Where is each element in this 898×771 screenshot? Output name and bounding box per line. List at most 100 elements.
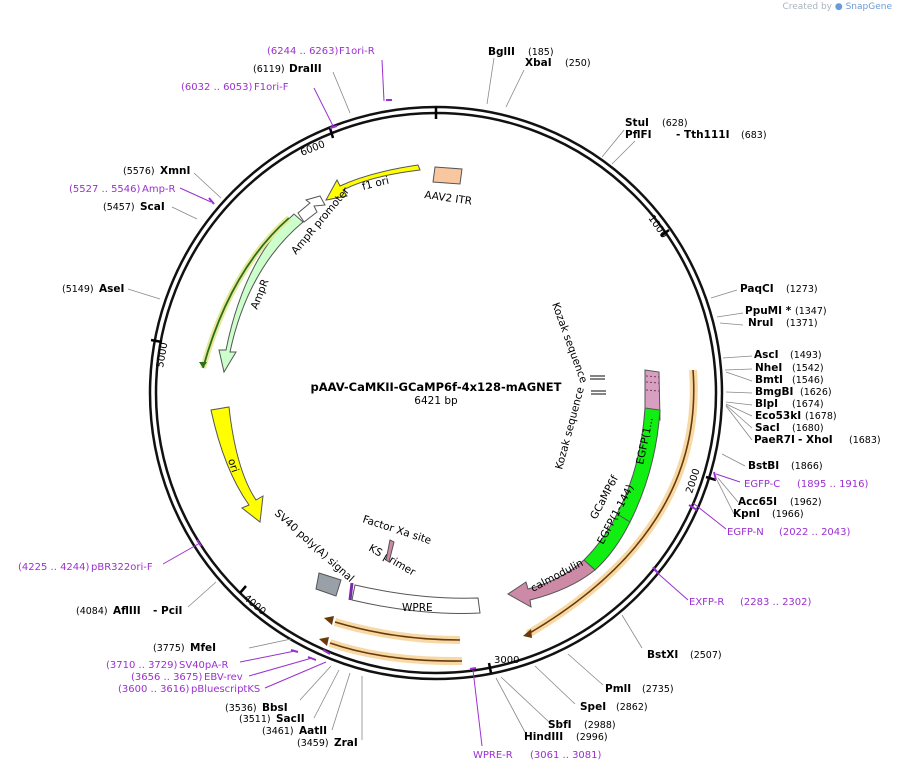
primer-f1ori-f-range: (6032 .. 6053) — [181, 82, 253, 93]
enzyme-tth111i: Tth111I — [684, 129, 729, 141]
primer-ebv-rev: EBV-rev — [204, 672, 243, 683]
primer-wpre-r-range: (3061 .. 3081) — [530, 750, 602, 761]
enzyme-sbfi-pos: (2988) — [584, 720, 616, 731]
factor-xa-site-feature — [385, 539, 395, 563]
plasmid-name: pAAV-CaMKII-GCaMP6f-4x128-mAGNET — [311, 380, 562, 394]
enzyme-kpni-pos: (1966) — [772, 509, 804, 520]
ks-primer-mark — [348, 582, 354, 601]
enzyme-paqci: PaqCI — [740, 283, 774, 295]
enzyme-bmgbi-pos: (1626) — [800, 387, 832, 398]
primer-amp-r: Amp-R — [142, 184, 176, 195]
enzyme-acc65i: Acc65I — [738, 496, 777, 508]
enzyme-asei: AseI — [99, 283, 124, 295]
enzyme-connectors-right — [486, 57, 753, 735]
calmodulin-feature — [507, 559, 596, 608]
enzyme-mfei: MfeI — [190, 642, 216, 654]
enzyme-nrui-pos: (1371) — [786, 318, 818, 329]
enzyme-spei-pos: (2862) — [616, 702, 648, 713]
enzyme-acc65i-pos: (1962) — [790, 497, 822, 508]
tick-6000: 6000 — [299, 139, 327, 159]
egfp-n-primer-highlight — [525, 369, 698, 638]
enzyme-draiii: DraIII — [289, 63, 322, 75]
primer-exfp-r-range: (2283 .. 2302) — [740, 597, 812, 608]
enzyme-bstxi: BstXI — [647, 649, 678, 661]
enzyme-bmti-pos: (1546) — [792, 375, 824, 386]
primer-connectors — [162, 59, 741, 747]
sv40-polya-feature — [315, 572, 342, 597]
sv40pa-primer-highlight — [333, 618, 461, 644]
primer-pbr322ori-f-range: (4225 .. 4244) — [18, 562, 90, 573]
ebv-primer-line — [329, 642, 463, 662]
credit-brand: SnapGene — [845, 2, 892, 12]
enzyme-mfei-pos: (3775) — [153, 643, 185, 654]
enzyme-asci: AscI — [754, 349, 779, 361]
kozak-sequence-label-1: Kozak sequence — [549, 301, 589, 385]
primer-f1ori-f: F1ori-F — [254, 82, 289, 93]
enzyme-hindiii: HindIII — [524, 731, 563, 743]
enzyme-xmni: XmnI — [160, 165, 190, 177]
svg-text:-: - — [153, 605, 157, 617]
svg-text:-: - — [676, 129, 680, 141]
ampr-feature — [218, 213, 304, 374]
enzyme-xhoi: XhoI — [806, 434, 833, 446]
enzyme-labels-left: (6119) DraIII (5576) XmnI (5457) ScaI (5… — [62, 63, 358, 749]
enzyme-bbsi: BbsI — [262, 702, 288, 714]
enzyme-ppumi: PpuMI * — [745, 305, 792, 317]
enzyme-paer7i: PaeR7I — [754, 434, 795, 446]
enzyme-pmli: PmlI — [605, 683, 631, 695]
enzyme-hindiii-pos: (2996) — [576, 732, 608, 743]
enzyme-blpi: BlpI — [755, 398, 778, 410]
enzyme-bmgbi: BmgBI — [755, 386, 793, 398]
enzyme-eco53ki: Eco53kI — [755, 410, 801, 422]
tick-1000: 1000 — [646, 213, 670, 240]
enzyme-xbai-pos: (250) — [565, 58, 591, 69]
snapgene-logo: ● SnapGene — [834, 2, 892, 12]
enzyme-bbsi-pos: (3536) — [225, 703, 257, 714]
enzyme-sbfi: SbfI — [548, 719, 572, 731]
ampr-promoter-feature — [297, 195, 326, 223]
primer-pbluescriptks-range: (3600 .. 3616) — [118, 684, 190, 695]
primer-egfp-c: EGFP-C — [744, 479, 780, 490]
svg-text:-: - — [798, 434, 802, 446]
enzyme-bglii-pos: (185) — [528, 47, 554, 58]
primer-exfp-r: EXFP-R — [689, 597, 724, 608]
enzyme-nrui: NruI — [748, 317, 773, 329]
enzyme-stui: StuI — [625, 117, 649, 129]
tick-2000: 2000 — [684, 467, 702, 495]
primer-pbr322ori-f: pBR322ori-F — [91, 562, 153, 573]
sv40pa-primer-line — [334, 621, 461, 641]
plasmid-length: 6421 bp — [414, 395, 458, 407]
enzyme-labels-right: BglII (185) XbaI (250) StuI (628) PflFI … — [488, 46, 881, 743]
kozak-sequence-label-2: Kozak sequence — [553, 386, 587, 471]
enzyme-pcii: PciI — [161, 605, 182, 617]
enzyme-nhei: NheI — [755, 362, 782, 374]
enzyme-ppumi-pos: (1347) — [795, 306, 827, 317]
primer-pbluescriptks: pBluescriptKS — [191, 684, 260, 695]
enzyme-aatii-pos: (3461) — [262, 726, 294, 737]
enzyme-kpni: KpnI — [733, 508, 760, 520]
primer-amp-r-range: (5527 .. 5546) — [69, 184, 141, 195]
enzyme-paqci-pos: (1273) — [786, 284, 818, 295]
enzyme-pflfi-pos: (683) — [741, 130, 767, 141]
enzyme-sacii-pos: (3511) — [239, 714, 271, 725]
wpre-label: WPRE — [402, 602, 433, 614]
aav2-itr-label: AAV2 ITR — [424, 189, 473, 208]
primer-ebv-rev-range: (3656 .. 3675) — [131, 672, 203, 683]
enzyme-draiii-pos: (6119) — [253, 64, 285, 75]
amp-r-primer-line — [202, 217, 290, 369]
credit-prefix: Created by — [782, 2, 832, 12]
enzyme-afliii-pos: (4084) — [76, 606, 108, 617]
gcamp-mkate-segment — [644, 369, 661, 421]
enzyme-sacii: SacII — [276, 713, 305, 725]
enzyme-asei-pos: (5149) — [62, 284, 94, 295]
enzyme-connectors-left — [127, 71, 363, 740]
primer-f1ori-r: F1ori-R — [339, 46, 375, 57]
wpre-feature — [351, 584, 481, 614]
primer-sv40pa-r: SV40pA-R — [179, 660, 228, 671]
enzyme-bglii: BglII — [488, 46, 515, 58]
primer-sv40pa-r-range: (3710 .. 3729) — [106, 660, 178, 671]
enzyme-eco53ki-pos: (1678) — [805, 411, 837, 422]
sv40-polya-label: SV40 poly(A) signal — [272, 507, 356, 585]
enzyme-aatii: AatII — [299, 725, 327, 737]
